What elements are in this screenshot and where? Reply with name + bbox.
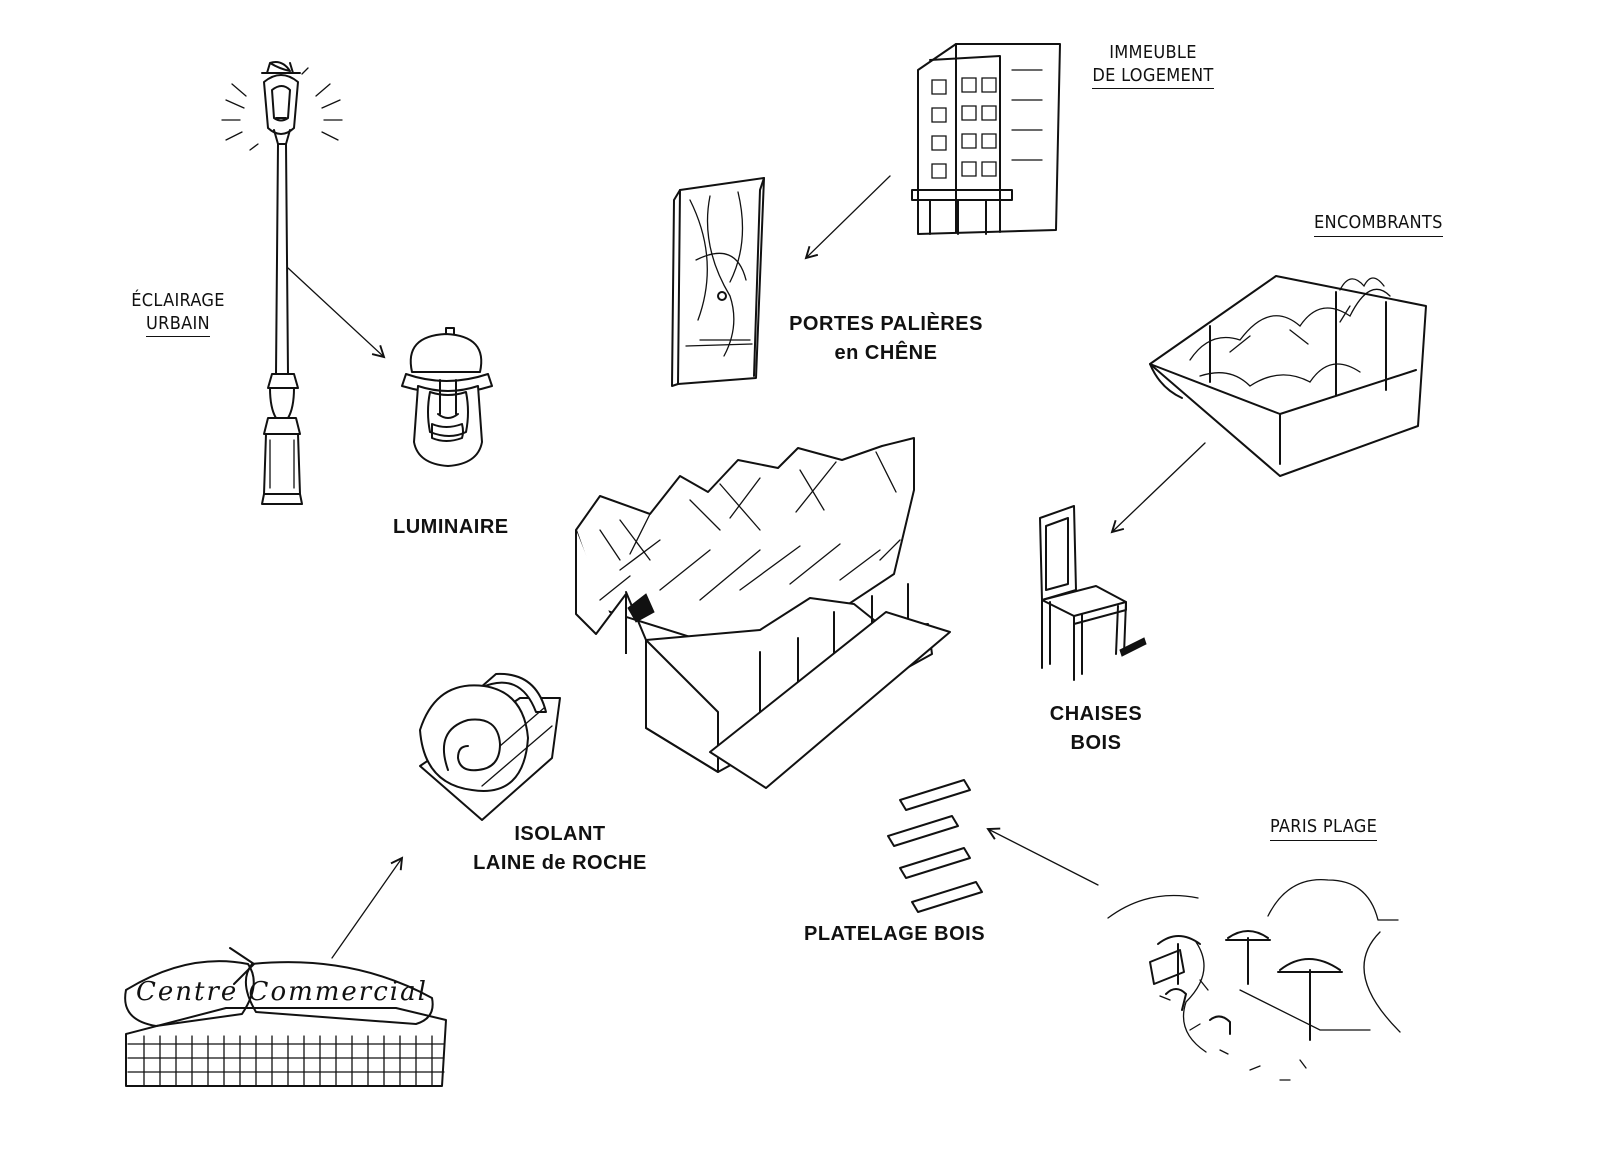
eclairage-line2: URBAIN — [146, 313, 210, 338]
chaises-line1: CHAISES — [1050, 702, 1142, 727]
source-label-immeuble: IMMEUBLE DE LOGEMENT — [1088, 42, 1218, 89]
arrow-beach-to-planks — [988, 829, 1098, 885]
material-label-portes: PORTES PALIÈRES en CHÊNE — [789, 312, 983, 366]
material-label-chaises: CHAISES BOIS — [1050, 702, 1142, 756]
centre-commercial-sign-text: Centre Commercial — [136, 977, 428, 1007]
immeuble-line2: DE LOGEMENT — [1092, 65, 1213, 90]
material-label-luminaire: LUMINAIRE — [393, 515, 509, 540]
source-label-eclairage: ÉCLAIRAGE URBAIN — [128, 290, 228, 337]
eclairage-line1: ÉCLAIRAGE — [128, 290, 228, 313]
encombrants-label: ENCOMBRANTS — [1314, 212, 1443, 237]
platelage-label: PLATELAGE BOIS — [804, 923, 985, 945]
source-label-encombrants: ENCOMBRANTS — [1314, 212, 1443, 237]
immeuble-line1: IMMEUBLE — [1088, 42, 1218, 65]
luminaire-icon — [402, 328, 492, 466]
apartment-building-icon — [912, 44, 1060, 234]
material-label-platelage: PLATELAGE BOIS — [804, 922, 985, 947]
chair-icon — [1040, 506, 1146, 680]
chaises-line2: BOIS — [1050, 731, 1142, 756]
street-lamp-icon — [222, 62, 342, 504]
pavilion-icon — [576, 438, 950, 788]
beach-scene-icon — [1108, 880, 1400, 1080]
luminaire-label: LUMINAIRE — [393, 516, 509, 538]
centre-commercial-sign: Centre Commercial — [136, 976, 428, 1009]
isolant-line2: LAINE de ROCHE — [473, 851, 647, 876]
material-label-isolant: ISOLANT LAINE de ROCHE — [473, 822, 647, 876]
portes-line2: en CHÊNE — [789, 341, 983, 366]
dumpster-icon — [1150, 276, 1426, 476]
oak-door-icon — [672, 178, 764, 386]
insulation-roll-icon — [420, 674, 560, 820]
isolant-line1: ISOLANT — [473, 822, 647, 847]
portes-line1: PORTES PALIÈRES — [789, 312, 983, 337]
arrow-lamp-to-luminaire — [288, 268, 384, 357]
arrow-dumpster-to-chair — [1112, 443, 1205, 532]
arrow-mall-to-insulation — [332, 858, 402, 958]
paris-plage-label: PARIS PLAGE — [1270, 816, 1377, 841]
shopping-centre-icon — [125, 948, 446, 1086]
wood-planks-icon — [888, 780, 982, 912]
arrow-building-to-door — [806, 176, 890, 258]
source-label-paris-plage: PARIS PLAGE — [1270, 816, 1377, 841]
